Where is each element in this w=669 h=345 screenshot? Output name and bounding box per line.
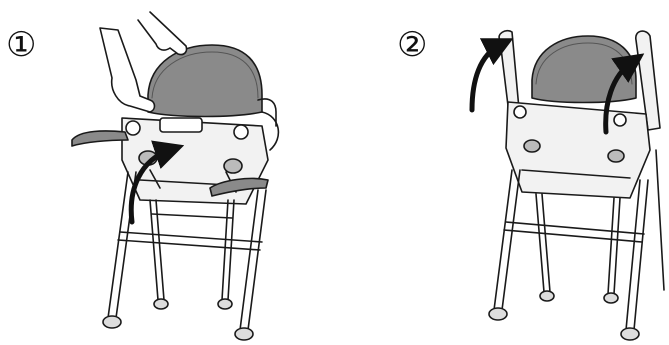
leg-side-right <box>656 150 664 290</box>
curved-arrow-icon <box>472 45 500 110</box>
leg-front-left <box>494 170 520 310</box>
chair-illustration-step-1 <box>72 12 278 340</box>
leg-back-right <box>222 200 234 300</box>
armrest-left <box>72 131 128 146</box>
leg-back-right <box>608 198 620 294</box>
crossbar <box>118 232 262 250</box>
chair-illustration-step-2 <box>472 31 664 340</box>
leg-front-right <box>626 180 648 330</box>
crossbar <box>504 222 644 242</box>
backrest-cushion <box>148 45 262 117</box>
leg-back-left <box>536 194 550 292</box>
leg-front-right <box>240 190 266 330</box>
